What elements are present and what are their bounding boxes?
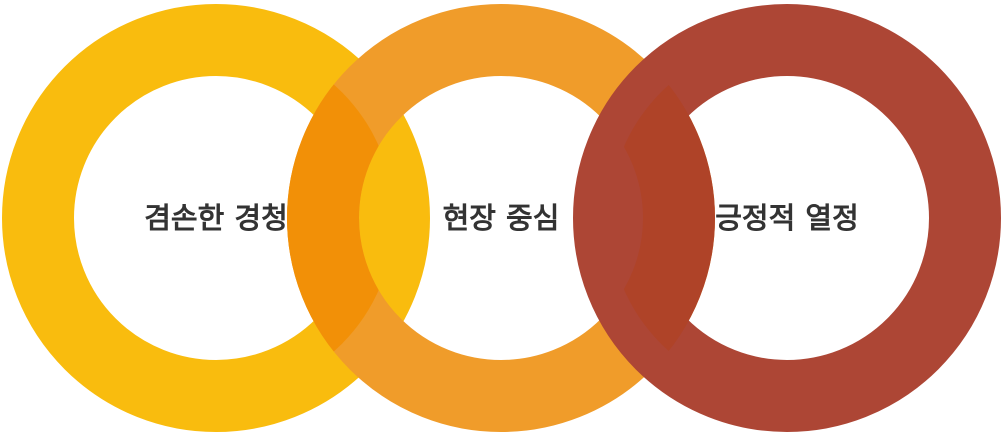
ring-1 — [2, 4, 430, 432]
ring-overlap-2-3 — [609, 40, 715, 396]
ring-1-label: 겸손한 경청 — [144, 201, 288, 235]
ring-2-label: 현장 중심 — [443, 201, 560, 235]
ring-3 — [573, 4, 1001, 432]
ring-overlap-1-2 — [287, 40, 394, 396]
ring-3-label: 긍정적 열정 — [715, 201, 859, 235]
